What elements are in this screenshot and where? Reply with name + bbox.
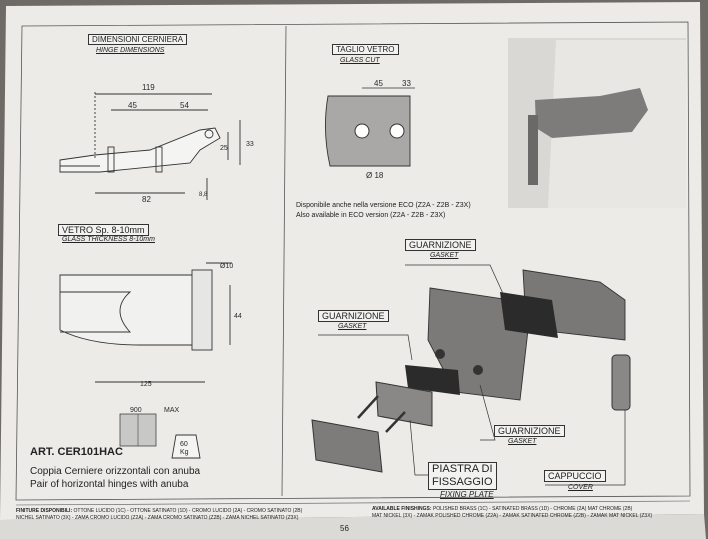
cut-d18: Ø 18 [366,171,384,180]
glass-thickness-label: VETRO Sp. 8-10mm [58,224,149,236]
dim-119: 119 [142,83,155,92]
article-desc-it: Coppia Cerniere orizzontali con anuba [30,466,201,477]
article-code: ART. CER101HAC [30,446,123,458]
hinge-side-view [59,262,232,383]
dim-82: 82 [142,195,151,204]
paper-bottom [0,514,706,539]
dim-54: 54 [180,101,189,110]
fixing-plate-line-2: FISSAGGIO [432,476,493,488]
hinge-top-view [59,92,241,200]
page-number: 56 [340,524,349,533]
dim-33: 33 [246,141,254,148]
dim-44: 44 [234,313,242,320]
glass-thickness-subtitle: GLASS THICKNESS 8-10mm [62,236,155,243]
glass-cut-subtitle: GLASS CUT [340,57,380,64]
column-divider [281,25,287,497]
cut-33: 33 [402,79,411,88]
fixing-plate-sub: FIXING PLATE [440,490,494,499]
dim-45: 45 [128,101,137,110]
dim-25: 25 [220,145,228,152]
weight-60: 60 [180,441,188,448]
weight-unit: Kg [180,449,189,456]
gasket-sub-2: GASKET [338,323,367,330]
glass-dimension-box [119,413,201,459]
article-desc-en: Pair of horizontal hinges with anuba [30,479,189,490]
hinge-dimensions-subtitle: HINGE DIMENSIONS [96,47,165,54]
cover-sub: COVER [568,484,593,491]
finishes-it-line-1: OTTONE LUCIDO (1C) - OTTONE SATINATO (1D… [73,508,303,514]
finishes-en-line-2: MAT NICKEL (3X) - ZAMAK POLISHED CHROME … [372,513,653,519]
glass-cut-title: TAGLIO VETRO [332,44,399,55]
gasket-sub-3: GASKET [508,438,537,445]
leader-lines [318,264,626,486]
exploded-assembly [311,269,631,473]
cut-45: 45 [374,79,383,88]
finishes-it-label: FINITURE DISPONIBILI: [16,508,73,514]
footer-rule [15,500,691,506]
max-900: 900 [130,407,142,414]
page-border [15,21,691,501]
dim-d10: Ø10 [220,263,233,270]
glass-cut-drawing [324,87,415,167]
hinge-dimensions-title: DIMENSIONI CERNIERA [88,34,188,45]
eco-note-it: Disponibile anche nella versione ECO (Z2… [296,202,471,209]
dim-8-8: 8,8 [199,192,208,198]
finishes-en-line-1: POLISHED BRASS (1C) - SATINATED BRASS (1… [432,506,633,512]
cover-label: CAPPUCCIO [544,470,606,482]
dim-125: 125 [140,381,152,388]
product-photo [508,38,686,208]
gasket-sub-1: GASKET [430,252,459,259]
finishes-en-label: AVAILABLE FINISHINGS: [372,506,432,512]
fixing-plate-line-1: PIASTRA DI [432,463,493,475]
finishes-it: FINITURE DISPONIBILI: OTTONE LUCIDO (1C)… [16,508,302,522]
gasket-label-2: GUARNIZIONE [318,310,389,322]
finishes-en: AVAILABLE FINISHINGS: POLISHED BRASS (1C… [372,506,652,520]
finishes-it-line-2: NICHEL SATINATO (3X) - ZAMA CROMO LUCIDO… [16,515,299,521]
eco-note-en: Also available in ECO version (Z2A - Z2B… [296,212,446,219]
gasket-label-1: GUARNIZIONE [405,239,476,251]
max-label: MAX [164,407,180,414]
gasket-label-3: GUARNIZIONE [494,425,565,437]
